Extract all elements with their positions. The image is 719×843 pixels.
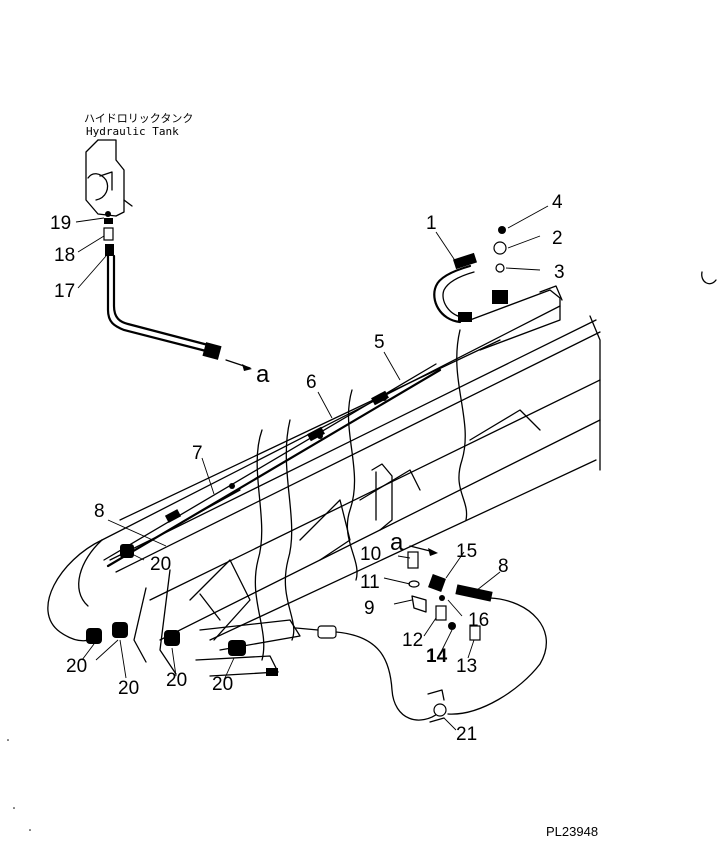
callout-20-left: 20 — [66, 656, 87, 677]
tank-fittings — [103, 218, 222, 360]
tank-label-english: Hydraulic Tank — [86, 125, 179, 138]
callout-15: 15 — [456, 541, 477, 562]
callout-8-left: 8 — [94, 501, 105, 522]
lower-hose-loop — [47, 539, 547, 721]
fittings-2-3-4 — [492, 226, 508, 304]
callout-10: 10 — [360, 544, 381, 565]
callout-20-right: 20 — [166, 670, 187, 691]
clamp-21 — [427, 689, 447, 723]
callout-1: 1 — [426, 213, 437, 234]
tank-label-japanese: ハイドロリックタンク — [84, 112, 193, 125]
hydraulic-tank — [85, 139, 133, 217]
callout-4: 4 — [552, 192, 563, 213]
callout-16: 16 — [468, 610, 489, 631]
callout-19: 19 — [50, 213, 71, 234]
callout-8-right: 8 — [498, 556, 509, 577]
callout-13: 13 — [456, 656, 477, 677]
callout-20-cylinder: 20 — [212, 674, 233, 695]
connection-mark-a-top: a — [256, 361, 270, 388]
callout-20-boom: 20 — [150, 554, 171, 575]
callout-2: 2 — [552, 228, 563, 249]
leader-lines — [75, 205, 549, 731]
callout-9: 9 — [364, 598, 375, 619]
callout-6: 6 — [306, 372, 317, 393]
callout-5: 5 — [374, 332, 385, 353]
hose-1 — [433, 252, 478, 324]
connection-mark-a-bottom: a — [390, 529, 404, 556]
drawing-number: PL23948 — [546, 824, 598, 839]
boom-cylinder — [86, 544, 301, 677]
boom-frame — [78, 285, 601, 675]
callout-11: 11 — [360, 572, 380, 593]
callout-17: 17 — [54, 281, 75, 302]
callout-20-mid: 20 — [118, 678, 139, 699]
boom-hoses — [103, 363, 442, 568]
callout-12: 12 — [402, 630, 423, 651]
edge-mark — [701, 271, 717, 285]
callout-18: 18 — [54, 245, 75, 266]
callout-14: 14 — [426, 646, 448, 667]
callout-7: 7 — [192, 443, 203, 464]
callout-21: 21 — [456, 724, 477, 745]
callout-3: 3 — [554, 262, 565, 283]
